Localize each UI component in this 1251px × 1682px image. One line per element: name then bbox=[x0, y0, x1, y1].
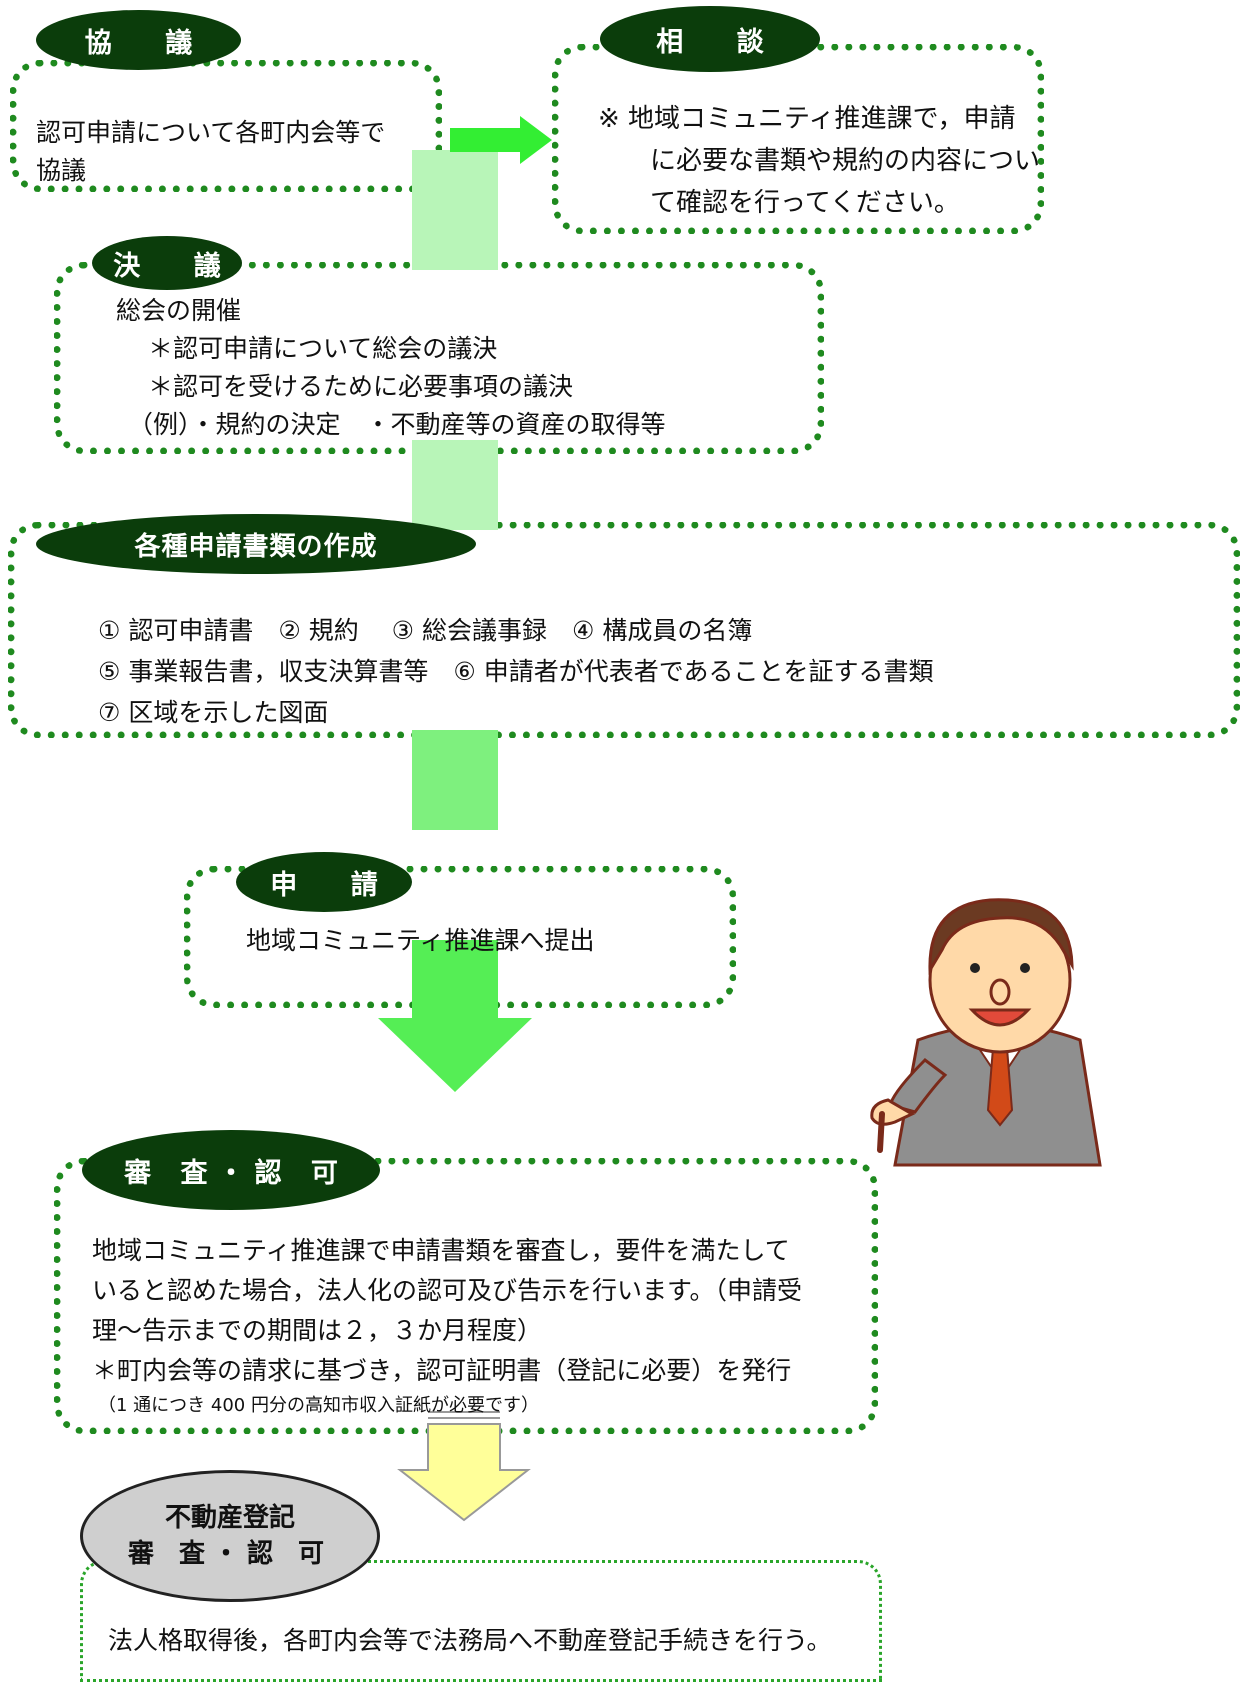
sakusei-line-3: ⑦ 区域を示した図面 bbox=[98, 698, 329, 727]
kyogi-line-1: 認可申請について各町内会等で bbox=[36, 118, 386, 147]
fudosan-line-1: 法人格取得後，各町内会等で法務局へ不動産登記手続きを行う。 bbox=[108, 1626, 832, 1655]
man-pointing-icon bbox=[870, 898, 1102, 1167]
shinsa-line-3: 理〜告示までの期間は２，３か月程度） bbox=[92, 1316, 543, 1345]
shinsei-title: 申 請 bbox=[236, 852, 412, 912]
sodan-box bbox=[552, 44, 1044, 234]
sodan-title: 相 談 bbox=[600, 6, 820, 72]
sakusei-title: 各種申請書類の作成 bbox=[36, 514, 476, 574]
kyogi-box bbox=[10, 60, 442, 192]
ketsugi-line-2: ＊認可申請について総会の議決 bbox=[148, 334, 498, 363]
connector-sakusei-shinsei bbox=[412, 730, 498, 830]
kyogi-title: 協 議 bbox=[36, 10, 241, 70]
sodan-line-1: ※ 地域コミュニティ推進課で，申請 bbox=[598, 104, 1016, 134]
fudosan-title-line-1: 不動産登記 bbox=[164, 1503, 295, 1533]
sodan-line-3: て確認を行ってください。 bbox=[650, 188, 960, 218]
shinsa-note: （1 通につき 400 円分の高知市収入証紙が必要です） bbox=[98, 1395, 539, 1416]
fudosan-title-line-2: 審 査・認 可 bbox=[127, 1539, 333, 1569]
shinsa-line-4: ＊町内会等の請求に基づき，認可証明書（登記に必要）を発行 bbox=[92, 1356, 792, 1385]
sakusei-line-1: ① 認可申請書 ② 規約 ③ 総会議事録 ④ 構成員の名簿 bbox=[98, 616, 753, 645]
shinsa-line-1: 地域コミュニティ推進課で申請書類を審査し，要件を満たして bbox=[92, 1236, 790, 1265]
connector-kyogi-ketsugi bbox=[412, 150, 498, 270]
connector-ketsugi-sakusei bbox=[412, 440, 498, 530]
shinsa-line-2: いると認めた場合，法人化の認可及び告示を行います。（申請受 bbox=[92, 1276, 803, 1305]
connector-shinsei-arrow bbox=[412, 940, 498, 1020]
ketsugi-title: 決 議 bbox=[92, 236, 242, 290]
ketsugi-line-1: 総会の開催 bbox=[116, 296, 242, 325]
kyogi-line-2: 協議 bbox=[36, 156, 87, 185]
sakusei-line-2: ⑤ 事業報告書，収支決算書等 ⑥ 申請者が代表者であることを証する書類 bbox=[98, 657, 934, 686]
shinsa-title: 審 査・認 可 bbox=[82, 1130, 380, 1210]
ketsugi-line-3: ＊認可を受けるために必要事項の議決 bbox=[148, 372, 574, 401]
sodan-line-2: に必要な書類や規約の内容につい bbox=[650, 146, 1041, 176]
down-arrow-icon bbox=[378, 1018, 532, 1092]
shinsei-line-1: 地域コミュニティ推進課へ提出 bbox=[246, 926, 595, 955]
fudosan-title: 不動産登記 審 査・認 可 bbox=[80, 1470, 380, 1602]
ketsugi-line-4: （例）・規約の決定 ・不動産等の資産の取得等 bbox=[128, 410, 666, 439]
